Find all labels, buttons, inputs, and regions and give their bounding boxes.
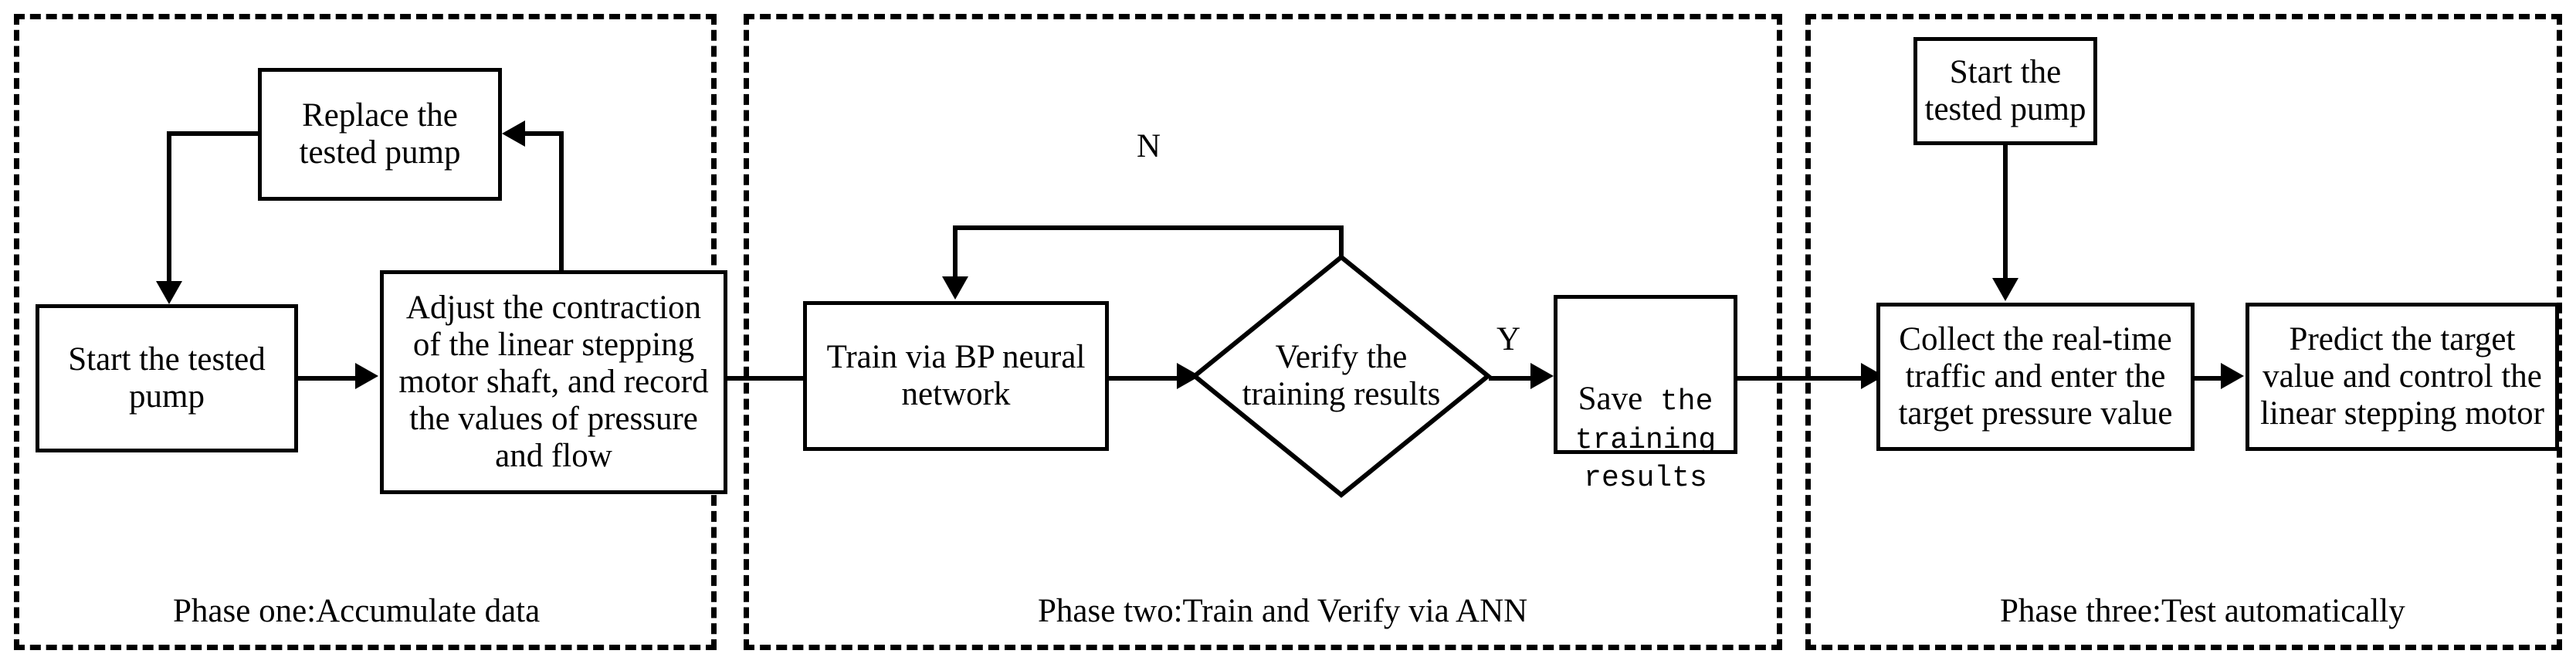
connector-phase2-to-phase3	[1737, 376, 1876, 381]
connector-start-pump-to-collect	[2003, 145, 2008, 281]
phase-two-caption: Phase two:Train and Verify via ANN	[1038, 593, 1528, 629]
connector-collect-to-predict	[2195, 376, 2222, 381]
save-word: Save	[1578, 381, 1643, 418]
edge-label-yes: Y	[1496, 321, 1521, 357]
node-collect-real-time-traffic[interactable]: Collect the real-time traffic and enter …	[1876, 303, 2195, 451]
phase-three-panel	[1805, 14, 2562, 650]
connector-adjust-to-replace-horizontal	[525, 131, 564, 136]
connector-phase1-to-phase2	[727, 376, 857, 381]
phase-three-caption: Phase three:Test automatically	[2000, 593, 2405, 629]
connector-verify-no-vertical-right	[1339, 225, 1344, 256]
arrowhead-into-train-bp-loop	[942, 276, 968, 300]
connector-adjust-to-replace-vertical	[559, 131, 564, 273]
node-train-bp-neural-network[interactable]: Train via BP neural network	[803, 301, 1109, 451]
connector-start-to-adjust	[298, 376, 357, 381]
connector-verify-no-vertical-left	[953, 225, 958, 279]
arrowhead-into-adjust-contraction	[355, 363, 378, 389]
arrowhead-into-save-results	[1530, 363, 1554, 389]
node-start-tested-pump-phase-three[interactable]: Start the tested pump	[1913, 37, 2097, 145]
arrowhead-into-predict-target	[2221, 363, 2244, 389]
save-rest: the training results	[1574, 385, 1717, 496]
connector-verify-yes-to-save	[1489, 376, 1532, 381]
arrowhead-into-start-tested-pump	[156, 281, 182, 304]
node-predict-target-value[interactable]: Predict the target value and control the…	[2246, 303, 2559, 451]
diamond-shape	[1191, 254, 1492, 498]
phase-two-panel	[744, 14, 1782, 650]
connector-train-to-verify	[1109, 376, 1180, 381]
connector-replace-to-start-vertical	[167, 131, 171, 284]
phase-one-caption: Phase one:Accumulate data	[173, 593, 541, 629]
node-adjust-contraction[interactable]: Adjust the contraction of the linear ste…	[380, 270, 727, 494]
node-verify-training-results[interactable]: Verify the training results	[1191, 253, 1492, 499]
node-save-training-results[interactable]: Save the training results	[1554, 295, 1737, 495]
node-replace-tested-pump[interactable]: Replace the tested pump	[258, 68, 502, 201]
arrowhead-into-collect-traffic-top	[1992, 278, 2018, 301]
arrowhead-into-replace-tested-pump	[502, 120, 525, 147]
edge-label-no: N	[1137, 128, 1161, 164]
node-start-tested-pump-phase-one[interactable]: Start the tested pump	[36, 304, 298, 452]
connector-verify-no-horizontal	[953, 225, 1344, 230]
connector-replace-to-start-horizontal	[167, 131, 261, 136]
